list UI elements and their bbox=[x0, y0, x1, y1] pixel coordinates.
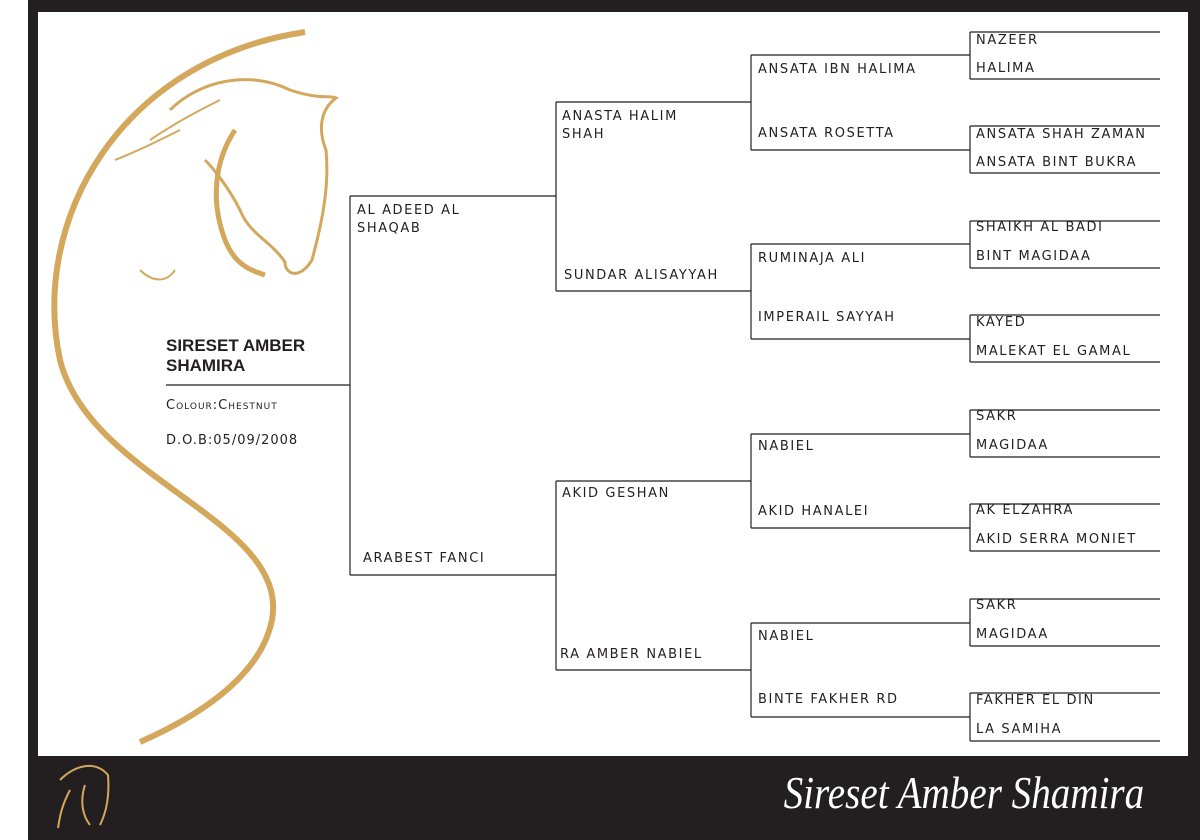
dam-name: ARABEST FANCI bbox=[363, 551, 486, 566]
gen3-name: AKID HANALEI bbox=[758, 504, 870, 519]
gen4-name: MALEKAT EL GAMAL bbox=[976, 344, 1132, 359]
gen4-name: HALIMA bbox=[976, 61, 1036, 76]
gen4-name: BINT MAGIDAA bbox=[976, 249, 1092, 264]
gen3-name: ANSATA ROSETTA bbox=[758, 126, 895, 141]
gen2-name: SUNDAR ALISAYYAH bbox=[564, 268, 719, 283]
gen4-name: FAKHER EL DIN bbox=[976, 693, 1095, 708]
gen3-name: NABIEL bbox=[758, 629, 815, 644]
gen4-name: MAGIDAA bbox=[976, 627, 1049, 642]
dob-label: D.O.B:05/09/2008 bbox=[166, 433, 299, 448]
gen4-name: SAKR bbox=[976, 409, 1018, 424]
gen3-name: NABIEL bbox=[758, 439, 815, 454]
gen2-name: ANASTA HALIM SHAH bbox=[562, 109, 678, 142]
gen4-name: SAKR bbox=[976, 598, 1018, 613]
gen4-name: ANSATA BINT BUKRA bbox=[976, 155, 1138, 170]
gen3-name: BINTE FAKHER RD bbox=[758, 692, 899, 707]
sire-name: AL ADEED AL SHAQAB bbox=[357, 203, 461, 236]
gen4-name: NAZEER bbox=[976, 33, 1039, 48]
gen4-name: MAGIDAA bbox=[976, 438, 1049, 453]
gen3-name: RUMINAJA ALI bbox=[758, 251, 867, 266]
footer-title: Sireset Amber Shamira bbox=[783, 767, 1144, 818]
gen4-name: LA SAMIHA bbox=[976, 722, 1063, 737]
colour-label: Colour:Chestnut bbox=[166, 398, 278, 413]
gen4-name: KAYED bbox=[976, 315, 1027, 330]
gen2-name: RA AMBER NABIEL bbox=[560, 647, 703, 662]
gen4-name: ANSATA SHAH ZAMAN bbox=[976, 127, 1147, 142]
gen4-name: AKID SERRA MONIET bbox=[976, 532, 1137, 547]
gen4-name: SHAIKH AL BADI bbox=[976, 220, 1104, 235]
horse-name-heading: SIRESET AMBER SHAMIRA bbox=[166, 336, 306, 375]
gen2-name: AKID GESHAN bbox=[562, 486, 670, 501]
gen3-name: IMPERAIL SAYYAH bbox=[758, 310, 896, 325]
gold-swoosh bbox=[51, 29, 306, 745]
horse-head-icon bbox=[168, 78, 339, 275]
gen4-name: AK ELZAHRA bbox=[976, 503, 1074, 518]
footer-horse-icon bbox=[57, 765, 110, 829]
gen3-name: ANSATA IBN HALIMA bbox=[758, 62, 917, 77]
pedigree-lines bbox=[166, 31, 1160, 742]
